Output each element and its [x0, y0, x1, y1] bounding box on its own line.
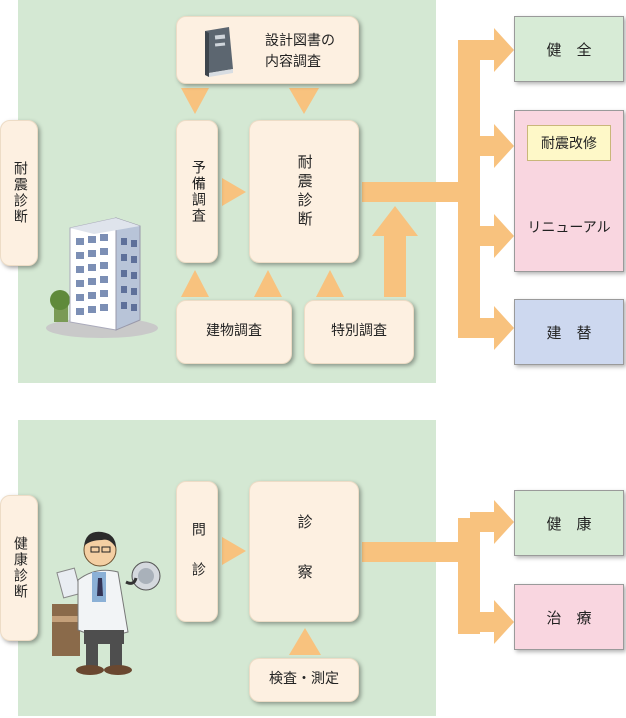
outcome-renewal: リニューアル	[527, 220, 611, 236]
building-survey-box: 建物調査	[176, 300, 292, 364]
design-doc-survey-label: 設計図書の 内容調査	[265, 33, 335, 70]
arrow-doc-to-diagnosis	[289, 88, 319, 114]
arrow-building-to-prelim	[181, 270, 209, 297]
arrow-to-sound	[494, 28, 514, 72]
outcome-retrofit-renewal: 耐震改修 リニューアル	[514, 110, 624, 272]
seismic-side-label: 耐震診断	[0, 120, 38, 266]
arrow-interview-to-exam	[222, 537, 246, 565]
branch-vertical-seismic	[458, 50, 480, 338]
outcome-sound: 健 全	[514, 16, 624, 82]
seismic-diagnosis-box: 耐震診断	[249, 120, 359, 263]
trunk-health	[362, 542, 470, 562]
outcome-retrofit: 耐震改修	[527, 125, 611, 161]
arrow-special-to-diagnosis	[316, 270, 344, 297]
arrow-special-up-shaft	[384, 234, 406, 297]
arrow-to-renewal	[494, 214, 514, 258]
arrow-to-treatment	[494, 600, 514, 644]
outcome-healthy: 健 康	[514, 490, 624, 556]
arrow-to-rebuild	[494, 306, 514, 350]
clipboard-icon	[56, 567, 82, 599]
design-doc-survey-box: 設計図書の 内容調査	[176, 16, 359, 84]
building-illustration	[46, 217, 158, 338]
branch-vertical-health	[458, 518, 480, 634]
chair-icon	[52, 604, 80, 656]
examination-box: 診 察	[249, 481, 359, 622]
special-survey-box: 特別調査	[304, 300, 414, 364]
interview-box: 問 診	[176, 481, 218, 622]
test-measure-box: 検査・測定	[249, 658, 359, 702]
outcome-rebuild: 建 替	[514, 299, 624, 365]
book-icon	[205, 27, 233, 77]
arrow-building-to-diagnosis	[254, 270, 282, 297]
arrow-test-to-exam	[289, 628, 321, 655]
arrow-doc-to-prelim	[181, 88, 209, 114]
arrow-to-retrofit	[494, 124, 514, 168]
outcome-treatment: 治 療	[514, 584, 624, 650]
trunk-seismic	[362, 182, 470, 202]
preliminary-survey-box: 予備調査	[176, 120, 218, 263]
arrow-special-up-head	[372, 206, 418, 236]
health-side-label: 健康診断	[0, 495, 38, 641]
arrow-prelim-to-diagnosis	[222, 178, 246, 206]
arrow-to-healthy	[494, 500, 514, 544]
doctor-illustration	[52, 531, 161, 675]
